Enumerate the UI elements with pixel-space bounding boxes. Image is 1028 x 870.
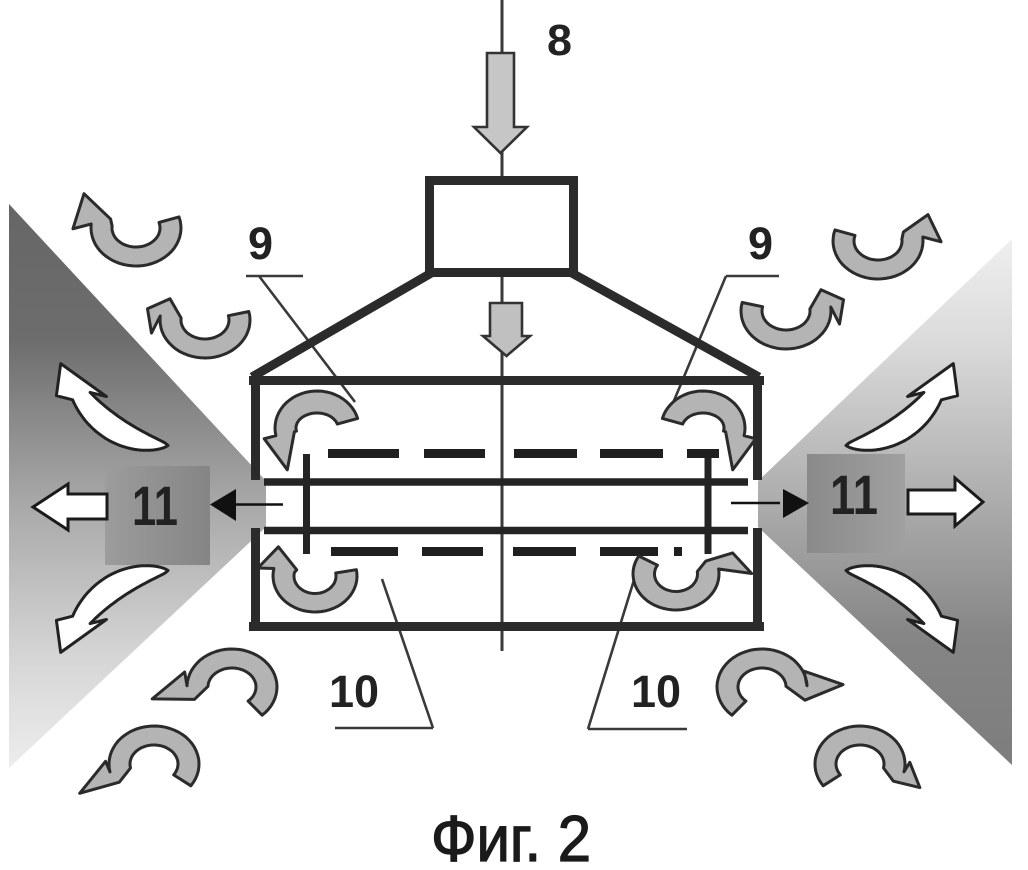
svg-text:11: 11: [132, 474, 178, 537]
svg-text:8: 8: [547, 16, 572, 65]
svg-text:9: 9: [748, 218, 773, 269]
svg-text:10: 10: [329, 666, 379, 717]
svg-text:10: 10: [631, 666, 681, 717]
svg-text:11: 11: [830, 463, 878, 526]
svg-text:9: 9: [248, 218, 273, 269]
svg-text:Фиг. 2: Фиг. 2: [431, 802, 591, 865]
